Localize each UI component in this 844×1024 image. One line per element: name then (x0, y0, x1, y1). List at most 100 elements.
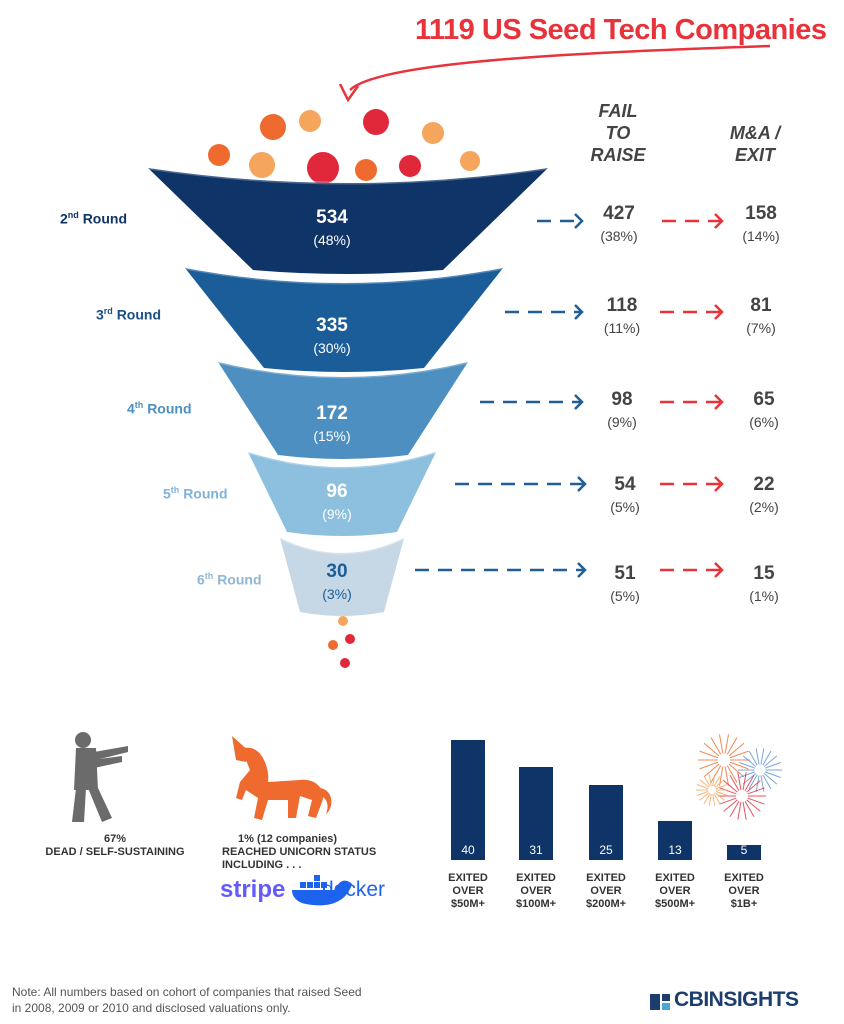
round-label-5: 5th Round (163, 485, 228, 502)
bar-value: 40 (461, 843, 475, 857)
firework-spark (742, 801, 747, 820)
exit-value-6: 15 (753, 563, 775, 584)
exit-value-2: 158 (745, 203, 777, 224)
fail-pct-3: (11%) (603, 320, 641, 336)
exit-value-bars (451, 740, 761, 860)
firework-spark (718, 734, 724, 754)
company-dot (307, 152, 339, 184)
firework-spark (713, 775, 721, 787)
firework-spark (729, 761, 749, 770)
firework-spark (699, 761, 719, 770)
fail-arrowhead (574, 213, 584, 229)
fail-pct-4: (9%) (607, 414, 637, 430)
exit-value-5: 22 (753, 474, 775, 495)
exit-pct-4: (6%) (749, 414, 779, 430)
dead-caption: 67% DEAD / SELF-SUSTAINING (40, 833, 190, 859)
firework-spark (699, 750, 719, 759)
company-dot (460, 151, 480, 171)
firework-spark (760, 775, 765, 792)
fail-pct-6: (5%) (610, 588, 640, 604)
fail-to-raise-header: FAIL TO RAISE (590, 101, 646, 165)
firework-spark (747, 797, 765, 805)
firework-spark (764, 771, 781, 778)
stage-value-3: 335 (316, 315, 348, 336)
title-arrow-line (349, 44, 771, 91)
dead-text: DEAD / SELF-SUSTAINING (45, 846, 185, 858)
exit-pct-6: (1%) (749, 588, 779, 604)
firework-spark (714, 779, 725, 788)
firework-spark (713, 793, 721, 805)
firework-spark (726, 737, 738, 755)
zombie-icon (72, 732, 128, 822)
flow-arrows (415, 213, 724, 578)
funnel-stage-2 (148, 168, 548, 274)
docker-logo: docker (322, 878, 386, 901)
unicorn-status: REACHED UNICORN STATUS (222, 846, 377, 858)
top-dots (208, 109, 480, 184)
firework-spark (714, 792, 725, 801)
unicorn-icon (232, 736, 332, 820)
firework-spark (748, 750, 758, 766)
fail-arrowhead (574, 394, 584, 410)
exit-arrowhead (714, 476, 724, 492)
funnel-rim (247, 450, 437, 469)
firework-spark (708, 774, 712, 787)
company-dot (328, 640, 338, 650)
company-dot (399, 155, 421, 177)
dead-pct: 67% (103, 833, 127, 845)
stage-value-2: 534 (316, 207, 348, 228)
cb-insights-logo: CBINSIGHTS (674, 988, 799, 1011)
firework-spark (710, 737, 722, 755)
firework-spark (748, 774, 758, 790)
exit-pct-3: (7%) (746, 320, 776, 336)
firework-spark (737, 772, 742, 791)
funnel-stage-4 (218, 362, 468, 459)
stripe-logo: stripe (220, 876, 286, 903)
funnel-rim (279, 536, 405, 555)
stage-pct-2: (48%) (313, 232, 351, 248)
firework-spark (764, 762, 781, 769)
title-arrow-head (338, 83, 360, 103)
stage-value-6: 30 (326, 561, 348, 582)
fail-arrowhead (577, 476, 587, 492)
exit-arrowhead (714, 562, 724, 578)
footnote: Note: All numbers based on cohort of com… (12, 985, 362, 1015)
bottom-dots (328, 616, 355, 668)
fail-pct-2: (38%) (600, 228, 638, 244)
company-dot (340, 658, 350, 668)
title-arrow (338, 44, 771, 103)
fail-value-3: 118 (606, 295, 638, 316)
company-dot (299, 110, 321, 132)
firework-spark (746, 799, 761, 812)
fail-value-5: 54 (614, 474, 636, 495)
round-label-2: 2nd Round (60, 210, 128, 227)
firework-spark (696, 784, 709, 790)
company-dot (260, 114, 286, 140)
exit-value-4: 65 (753, 389, 775, 410)
company-dot (363, 109, 389, 135)
stage-pct-6: (3%) (322, 586, 352, 602)
firework-spark (715, 790, 728, 796)
exit-value-3: 81 (750, 295, 772, 316)
firework-spark (699, 779, 710, 788)
firework-spark (724, 766, 730, 786)
exit-pct-2: (14%) (742, 228, 780, 244)
fail-arrowhead (577, 562, 587, 578)
firework-spark (710, 765, 722, 783)
exit-pct-5: (2%) (749, 499, 779, 515)
firework-spark (703, 763, 720, 778)
docker-whale-icon (292, 875, 352, 906)
firework-spark (755, 748, 760, 765)
firework-spark (762, 750, 772, 766)
company-dot (208, 144, 230, 166)
fireworks-icon (696, 734, 782, 820)
firework-spark (762, 774, 772, 790)
firework-spark (703, 742, 720, 757)
exit-bar (589, 785, 623, 860)
firework-spark (729, 750, 749, 759)
